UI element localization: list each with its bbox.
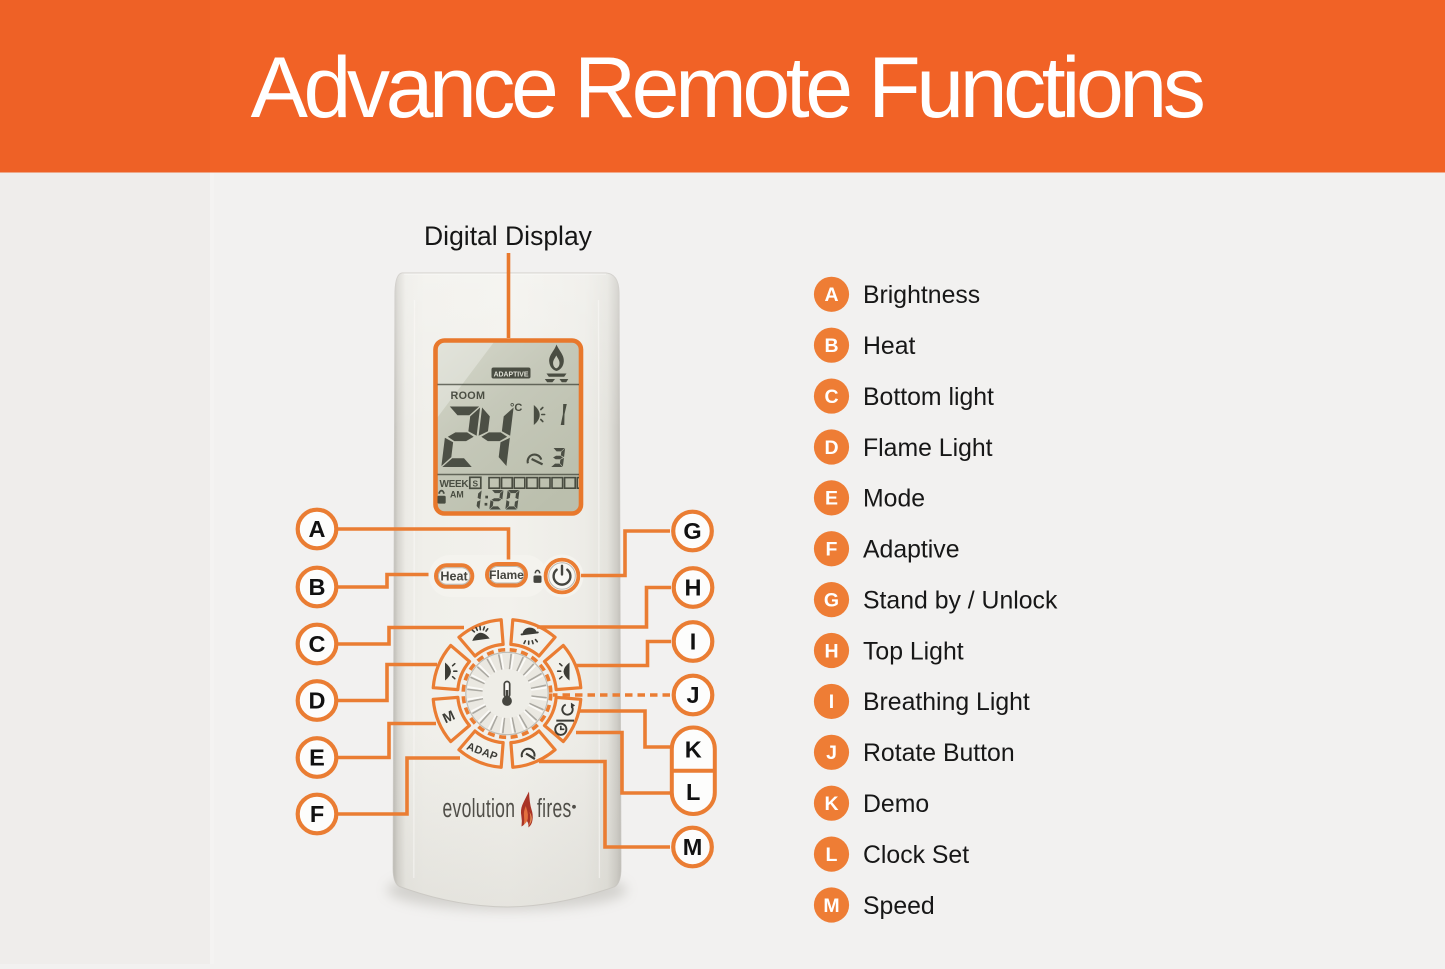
svg-text:C: C bbox=[824, 386, 838, 408]
svg-text:Heat: Heat bbox=[440, 570, 468, 584]
svg-text:WEEK: WEEK bbox=[440, 479, 470, 490]
svg-text:Heat: Heat bbox=[863, 333, 915, 360]
svg-text:A: A bbox=[309, 516, 326, 542]
svg-text:M: M bbox=[683, 834, 703, 860]
svg-text:B: B bbox=[309, 574, 326, 600]
svg-text:L: L bbox=[686, 779, 700, 805]
svg-text:Demo: Demo bbox=[863, 791, 929, 818]
svg-text:Breathing Light: Breathing Light bbox=[863, 689, 1030, 716]
svg-text:fires: fires bbox=[537, 794, 572, 823]
svg-text:A: A bbox=[824, 284, 838, 306]
svg-text:ADAPTIVE: ADAPTIVE bbox=[494, 371, 529, 378]
svg-text:L: L bbox=[826, 844, 838, 866]
svg-text:Clock Set: Clock Set bbox=[863, 842, 969, 869]
svg-text:Flame Light: Flame Light bbox=[863, 435, 993, 462]
svg-text:I: I bbox=[690, 629, 697, 655]
svg-text:Brightness: Brightness bbox=[863, 282, 980, 309]
svg-text:Top Light: Top Light bbox=[863, 638, 964, 665]
svg-text:Flame: Flame bbox=[489, 568, 524, 582]
svg-text:Advance Remote Functions: Advance Remote Functions bbox=[251, 40, 1203, 136]
svg-text:AM: AM bbox=[450, 490, 464, 500]
svg-text:B: B bbox=[824, 335, 838, 357]
svg-text:Mode: Mode bbox=[863, 486, 925, 513]
svg-text:J: J bbox=[686, 682, 699, 708]
svg-text:E: E bbox=[825, 488, 838, 510]
svg-text:H: H bbox=[824, 640, 838, 662]
svg-text:Rotate Button: Rotate Button bbox=[863, 740, 1015, 767]
svg-text:F: F bbox=[826, 539, 838, 561]
svg-text:Speed: Speed bbox=[863, 893, 935, 920]
svg-text:Digital Display: Digital Display bbox=[424, 221, 593, 251]
svg-text:ROOM: ROOM bbox=[451, 390, 486, 402]
svg-text:evolution: evolution bbox=[443, 794, 516, 823]
svg-text:I: I bbox=[829, 691, 834, 713]
svg-text:S: S bbox=[473, 478, 479, 488]
svg-text:G: G bbox=[683, 518, 701, 544]
svg-text:Bottom light: Bottom light bbox=[863, 384, 994, 411]
svg-text:G: G bbox=[824, 589, 839, 611]
svg-text:D: D bbox=[824, 437, 838, 459]
svg-text:M: M bbox=[823, 895, 839, 917]
svg-text:J: J bbox=[826, 742, 837, 764]
svg-text:Stand by / Unlock: Stand by / Unlock bbox=[863, 587, 1058, 614]
svg-text:D: D bbox=[309, 688, 326, 714]
svg-text:C: C bbox=[309, 631, 326, 657]
svg-text:K: K bbox=[685, 737, 702, 763]
svg-text:E: E bbox=[309, 745, 325, 771]
svg-text:K: K bbox=[824, 793, 838, 815]
svg-text:F: F bbox=[310, 801, 324, 827]
svg-text:H: H bbox=[685, 575, 702, 601]
svg-text:Adaptive: Adaptive bbox=[863, 537, 960, 564]
